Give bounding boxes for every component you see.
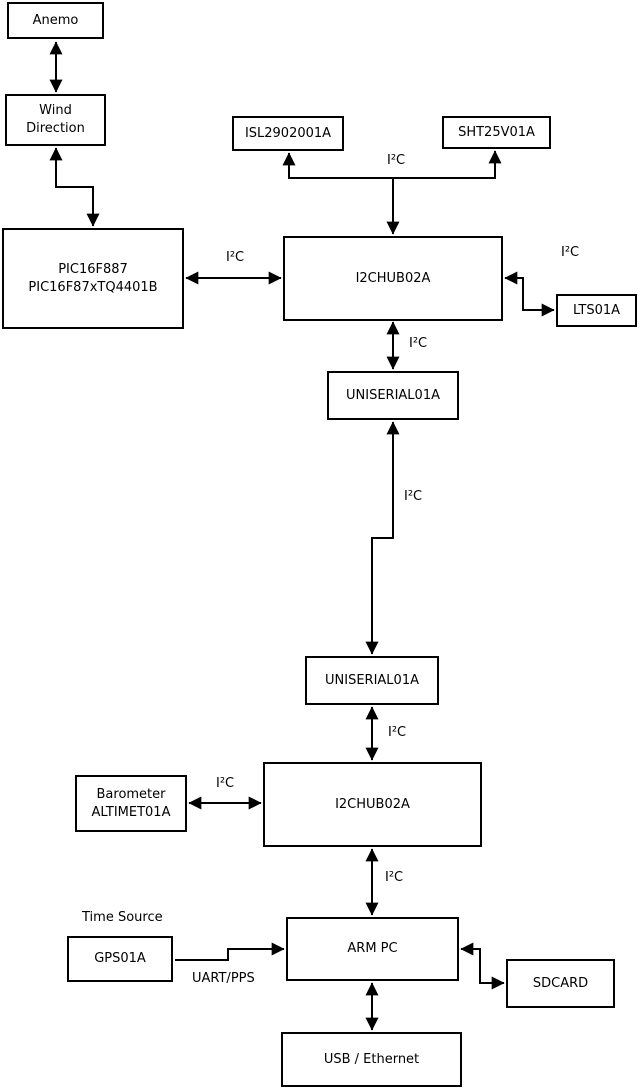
node-sht25v01a: SHT25V01A — [442, 116, 551, 149]
node-i2chub02a-bottom: I2CHUB02A — [263, 762, 482, 847]
node-uniserial01a-bottom-label: UNISERIAL01A — [325, 672, 419, 688]
node-anemo: Anemo — [7, 2, 104, 39]
edge-label-i2c-sensor-branch: I²C — [387, 153, 406, 168]
node-i2chub02a-top-label: I2CHUB02A — [355, 270, 431, 286]
node-arm-pc-label: ARM PC — [347, 941, 398, 957]
node-barometer-altimet01a: Barometer ALTIMET01A — [75, 775, 187, 832]
node-i2chub02a-bottom-label: I2CHUB02A — [335, 796, 410, 812]
edge-label-i2c-uniserial2-hub2: I²C — [388, 725, 407, 740]
node-isl2902001a: ISL2902001A — [232, 116, 344, 151]
node-barometer-label-line1: Barometer — [96, 786, 166, 802]
node-wind-direction-label-line1: Wind — [39, 103, 72, 119]
node-pic16f887: PIC16F887 PIC16F87xTQ4401B — [2, 228, 184, 329]
wire-gps-armpc — [175, 942, 285, 961]
node-pic16f887-label-line1: PIC16F887 — [58, 261, 128, 277]
node-sdcard-label: SDCARD — [532, 975, 589, 991]
node-wind-direction-label-line2: Direction — [26, 121, 85, 136]
node-usb-ethernet-label: USB / Ethernet — [323, 1051, 420, 1067]
node-isl2902001a-label: ISL2902001A — [244, 125, 332, 141]
node-wind-direction: Wind Direction — [5, 94, 106, 146]
node-barometer-label-line2: ALTIMET01A — [91, 804, 171, 820]
node-pic16f887-label-line2: PIC16F87xTQ4401B — [28, 279, 158, 295]
node-gps01a-label: GPS01A — [94, 951, 146, 967]
wire-uniserial1-uniserial2 — [365, 421, 400, 655]
edge-label-i2c-hub1-uniserial1: I²C — [409, 336, 428, 351]
edge-label-i2c-pic-hub1: I²C — [226, 250, 245, 265]
wire-wind-pic — [49, 147, 100, 227]
node-sht25v01a-label: SHT25V01A — [458, 124, 535, 140]
node-anemo-label: Anemo — [32, 12, 79, 28]
node-i2chub02a-top: I2CHUB02A — [283, 236, 503, 321]
node-sdcard: SDCARD — [506, 959, 615, 1008]
edge-label-i2c-hub2-armpc: I²C — [385, 870, 404, 885]
node-lts01a: LTS01A — [556, 294, 637, 327]
edge-label-i2c-hub1-lts: I²C — [561, 245, 580, 260]
edge-label-uart-pps: UART/PPS — [192, 971, 255, 986]
node-uniserial01a-top: UNISERIAL01A — [327, 371, 459, 420]
node-uniserial01a-top-label: UNISERIAL01A — [346, 387, 440, 403]
wire-hub1-lts — [504, 271, 555, 317]
wire-armpc-sdcard — [460, 942, 505, 990]
node-usb-ethernet: USB / Ethernet — [281, 1032, 462, 1087]
edge-label-i2c-uniserial-link: I²C — [404, 489, 423, 504]
node-gps01a: GPS01A — [67, 936, 173, 982]
node-arm-pc: ARM PC — [286, 917, 459, 981]
node-lts01a-label: LTS01A — [572, 302, 621, 318]
edge-label-time-source: Time Source — [82, 910, 163, 925]
edge-label-i2c-barometer-hub2: I²C — [216, 776, 235, 791]
node-uniserial01a-bottom: UNISERIAL01A — [305, 656, 439, 705]
